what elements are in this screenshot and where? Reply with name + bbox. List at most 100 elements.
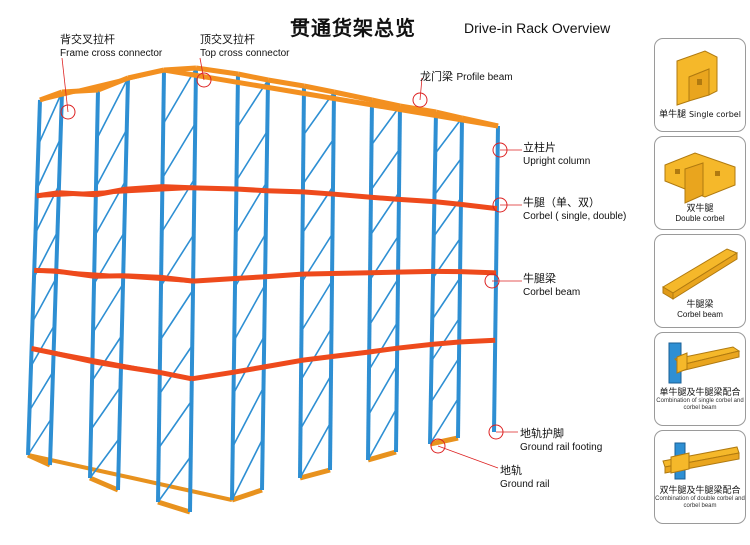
upright-post	[394, 105, 402, 453]
callout-marker	[430, 438, 446, 454]
rack-illustration	[26, 57, 522, 515]
upright-brace	[37, 91, 63, 145]
upright-post	[156, 69, 166, 503]
upright-brace	[433, 157, 463, 196]
upright-brace	[434, 117, 463, 154]
label-en: Corbel beam	[523, 287, 581, 298]
card-caption-cn: 牛腿梁	[686, 300, 714, 310]
card-caption-en: Combination of double corbel and corbel …	[655, 496, 745, 509]
label-cn: 立柱片	[523, 141, 556, 154]
upright-brace	[95, 129, 128, 188]
upright-post	[116, 77, 130, 491]
upright-brace	[370, 148, 401, 191]
ground-rail-segment	[231, 487, 263, 503]
label-cn: 背交叉拉杆	[60, 33, 115, 46]
profile-beam-segment	[399, 103, 437, 115]
profile-beam-segment	[371, 97, 401, 109]
callout-marker	[412, 92, 428, 108]
upright-post	[298, 85, 306, 479]
single-combination-icon	[668, 342, 741, 384]
card-caption-cn: 双牛腿	[686, 204, 714, 214]
upright-brace	[232, 387, 265, 448]
upright-brace	[367, 365, 398, 416]
upright-brace	[28, 371, 54, 412]
callout-leader	[437, 445, 499, 469]
card-double-combination: 双牛腿及牛腿梁配合 Combination of double corbel a…	[654, 430, 746, 524]
upright-brace	[96, 77, 129, 139]
label-profile-beam: 龙门梁 Profile beam	[420, 70, 513, 84]
ground-rail-segment	[157, 499, 191, 515]
label-cn: 地轨	[500, 464, 522, 477]
callout-marker	[60, 104, 76, 120]
profile-beam-segment	[195, 65, 239, 77]
corbel-beam-segment	[368, 345, 398, 355]
upright-post	[26, 99, 42, 456]
upright-post	[188, 67, 198, 513]
card-caption-en: Single corbel	[688, 110, 741, 119]
profile-beam-segment	[333, 89, 373, 103]
upright-brace	[430, 317, 461, 362]
card-caption-en: Corbel beam	[677, 310, 723, 319]
upright-brace	[159, 289, 194, 341]
upright-brace	[158, 345, 193, 395]
corbel-beam-segment	[192, 275, 236, 284]
label-en: Upright column	[523, 156, 591, 167]
corbel-beam-segment	[194, 185, 237, 192]
upright-brace	[162, 67, 197, 125]
card-caption-cn: 双牛腿及牛腿梁配合	[659, 486, 741, 496]
corbel-beam-segment	[330, 349, 370, 360]
corbel-beam-segment	[236, 186, 267, 194]
corbel-beam-segment	[460, 201, 498, 212]
upright-post	[230, 73, 240, 501]
label-corbel-beam: 牛腿梁 Corbel beam	[523, 272, 580, 299]
callout-leader	[199, 57, 205, 81]
upright-brace	[430, 357, 460, 403]
upright-brace	[92, 283, 124, 333]
corbel-beam-segment	[332, 191, 372, 200]
upright-brace	[231, 438, 264, 501]
profile-beam-segment	[237, 71, 269, 83]
label-en: Top cross connector	[200, 48, 290, 59]
corbel-beam-segment	[302, 189, 334, 197]
label-cn: 牛腿梁	[523, 272, 556, 285]
corbel-beam-segment	[398, 268, 434, 275]
ground-rail-segment	[429, 435, 459, 447]
corbel-beam-front	[34, 268, 194, 284]
upright-brace	[299, 375, 332, 430]
corbel-beam-icon	[662, 248, 739, 300]
callout-leader	[419, 77, 423, 101]
upright-post	[456, 117, 464, 439]
corbel-beam-segment	[370, 194, 400, 202]
upright-brace	[300, 327, 333, 381]
corbel-beam-segment	[263, 357, 302, 370]
upright-brace	[91, 335, 123, 382]
profile-beam-segment	[303, 83, 335, 95]
card-caption-en: Double corbel	[675, 214, 725, 223]
ground-rail-segment	[367, 449, 397, 463]
label-en: Corbel ( single, double)	[523, 211, 627, 222]
upright-post	[328, 91, 336, 471]
label-frame-cross-connector: 背交叉拉杆 Frame cross connector	[60, 33, 162, 60]
upright-brace	[90, 386, 122, 430]
label-en: Ground rail footing	[520, 442, 603, 453]
upright-brace	[370, 105, 401, 146]
double-combination-icon	[662, 442, 740, 480]
card-caption-cn: 单牛腿及牛腿梁配合	[659, 388, 741, 398]
label-en: Frame cross connector	[60, 48, 163, 59]
label-upright-column: 立柱片 Upright column	[523, 141, 590, 168]
card-double-corbel: 双牛腿 Double corbel	[654, 136, 746, 230]
card-caption-en: Combination of single corbel and corbel …	[656, 398, 744, 411]
corbel-beam-front	[31, 346, 193, 381]
corbel-beam-segment	[266, 188, 303, 195]
title-chinese: 贯通货架总览	[290, 16, 416, 40]
corbel-beam-segment	[370, 269, 399, 276]
callout-leader	[61, 57, 69, 113]
label-ground-rail-footing: 地轨护脚 Ground rail footing	[520, 427, 602, 454]
upright-post	[366, 99, 374, 461]
upright-brace	[31, 278, 57, 323]
upright-brace	[158, 400, 193, 449]
upright-brace	[368, 278, 399, 326]
profile-beam-segment	[267, 77, 305, 89]
double-corbel-icon	[664, 152, 736, 204]
ground-rail-segment	[89, 475, 119, 493]
